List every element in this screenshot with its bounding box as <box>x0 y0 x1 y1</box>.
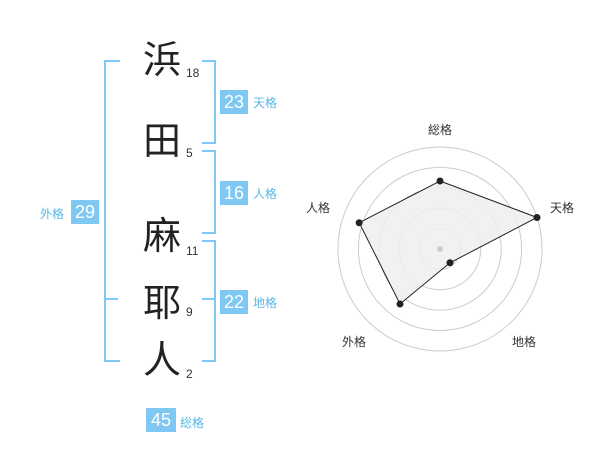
radar-ring <box>357 166 523 332</box>
radar-point-5 <box>355 219 363 227</box>
radar-point-3 <box>446 259 454 267</box>
soukaku-label: 総格 <box>180 416 205 430</box>
radar-point-1 <box>436 177 444 185</box>
gaikaku-label: 外格 <box>40 207 65 221</box>
radar-axis-label-chikaku: 地格 <box>512 334 536 349</box>
stroke-count-2: 5 <box>186 146 193 160</box>
tenkaku-bracket <box>202 60 216 144</box>
radar-point-2 <box>533 213 541 221</box>
name-char-4: 耶 <box>142 281 181 325</box>
radar-axis-label-soukaku: 総格 <box>428 122 452 137</box>
radar-center-dot <box>437 246 443 252</box>
tenkaku-label: 天格 <box>253 96 278 110</box>
stroke-count-3: 11 <box>186 244 199 258</box>
gaikaku-value-badge: 29 <box>71 200 99 224</box>
chikaku-value-badge: 22 <box>220 290 248 314</box>
name-char-3: 麻 <box>142 214 181 258</box>
gaikaku-bracket <box>104 60 120 362</box>
radar-axis-label-gaikaku: 外格 <box>342 334 366 349</box>
radar-data-points <box>355 177 541 308</box>
name-char-5: 人 <box>142 338 181 382</box>
chikaku-bracket <box>202 240 216 362</box>
jinkaku-bracket <box>202 150 216 234</box>
radar-data-area <box>358 180 539 305</box>
stroke-count-4: 9 <box>186 305 193 319</box>
jinkaku-value-badge: 16 <box>220 181 248 205</box>
tenkaku-value-badge: 23 <box>220 90 248 114</box>
jinkaku-label: 人格 <box>253 187 278 201</box>
stroke-count-5: 2 <box>186 367 193 381</box>
stroke-count-1: 18 <box>186 66 200 80</box>
radar-ring <box>337 146 543 352</box>
radar-axis-label-tenkaku: 天格 <box>550 200 574 215</box>
name-char-1: 浜 <box>142 38 181 82</box>
radar-point-4 <box>396 300 404 308</box>
chikaku-label: 地格 <box>253 296 278 310</box>
radar-axis-label-jinkaku: 人格 <box>306 200 330 215</box>
chikaku-bracket-tick <box>202 298 214 300</box>
soukaku-value-badge: 45 <box>146 408 176 432</box>
name-char-2: 田 <box>142 119 181 163</box>
gaikaku-bracket-tick <box>104 298 118 300</box>
